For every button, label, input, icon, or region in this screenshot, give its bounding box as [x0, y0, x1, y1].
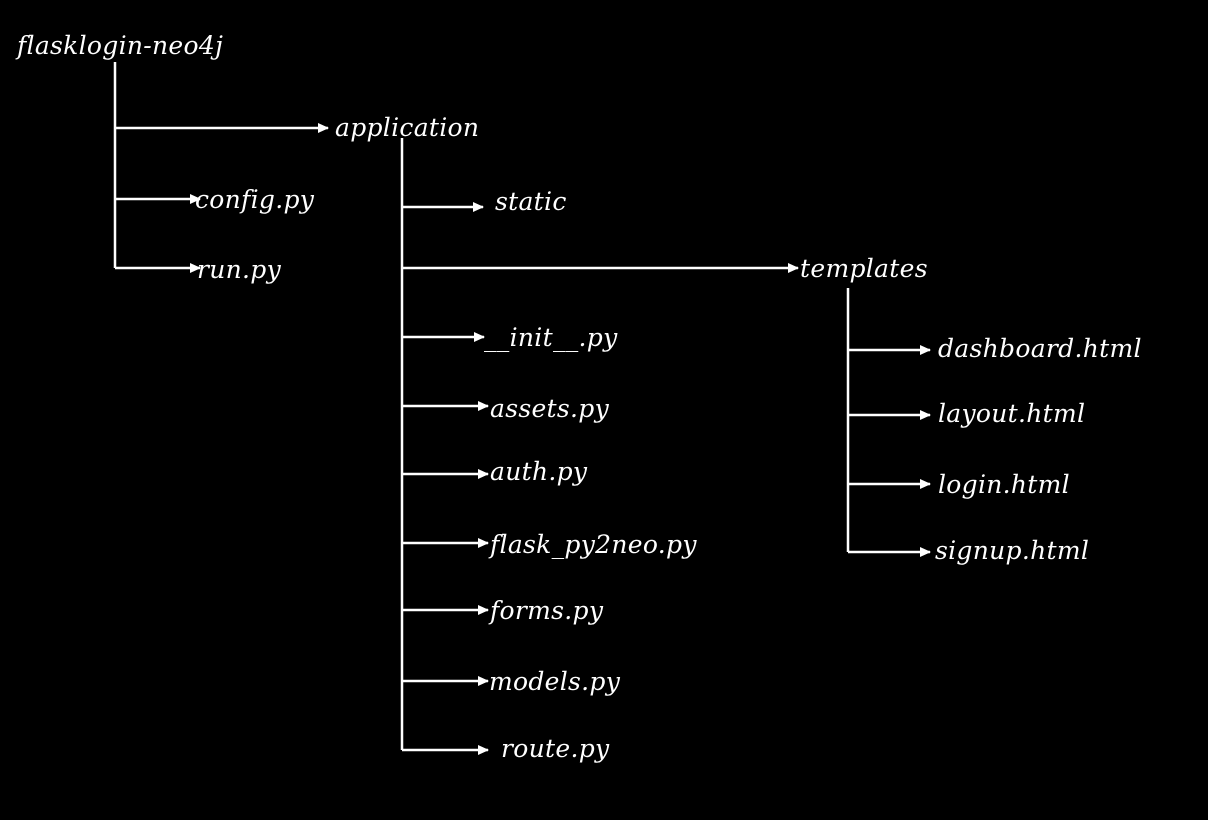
forms-file-label: forms.py — [490, 596, 604, 625]
assets-file-label: assets.py — [490, 394, 610, 423]
dashboard-template-label: dashboard.html — [938, 334, 1142, 363]
route-file-label: route.py — [501, 734, 610, 763]
static-folder-label: static — [495, 187, 567, 216]
init-file-label: __init__.py — [484, 323, 618, 352]
root-folder-label: flasklogin-neo4j — [17, 31, 224, 60]
config-file-label: config.py — [195, 185, 315, 214]
login-template-label: login.html — [938, 470, 1070, 499]
run-file-label: run.py — [197, 255, 282, 284]
templates-folder-label: templates — [800, 254, 928, 283]
signup-template-label: signup.html — [935, 536, 1090, 565]
layout-template-label: layout.html — [938, 399, 1086, 428]
application-folder-label: application — [335, 113, 480, 142]
models-file-label: models.py — [489, 667, 621, 696]
auth-file-label: auth.py — [490, 457, 588, 486]
flask-py2neo-file-label: flask_py2neo.py — [490, 530, 697, 559]
